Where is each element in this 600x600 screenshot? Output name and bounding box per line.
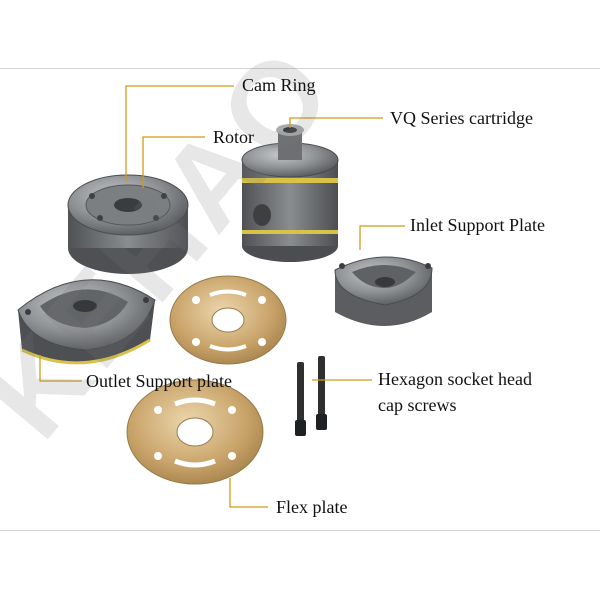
top-divider: [0, 68, 600, 69]
label-vq-cartridge: VQ Series cartridge: [390, 108, 533, 128]
leader-lines: [39, 85, 405, 508]
label-screws-line1: Hexagon socket head: [378, 369, 532, 389]
label-outlet-plate: Outlet Support plate: [86, 371, 232, 391]
label-screws-line2: cap screws: [378, 395, 457, 415]
label-cam-ring: Cam Ring: [242, 75, 316, 95]
cap-screws-part: [295, 356, 327, 436]
flex-plate-part: [126, 379, 264, 485]
label-flex-plate: Flex plate: [276, 497, 348, 517]
cam-ring-part: [67, 174, 189, 274]
outlet-support-plate-part: [17, 279, 156, 365]
brass-plate-upper-part: [169, 275, 287, 365]
label-inlet-plate: Inlet Support Plate: [410, 215, 545, 235]
bottom-divider: [0, 530, 600, 531]
vq-cartridge-part: [241, 124, 339, 262]
label-rotor: Rotor: [213, 127, 255, 147]
inlet-support-plate-part: [334, 256, 433, 326]
